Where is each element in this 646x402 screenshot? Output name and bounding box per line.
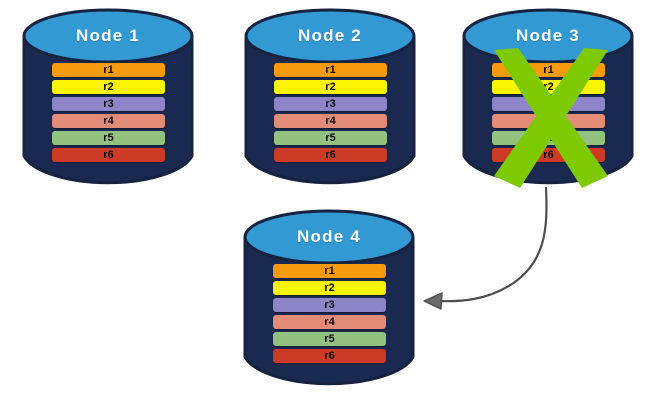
- row-item[interactable]: r5: [273, 332, 386, 346]
- row-label: r6: [543, 148, 554, 161]
- row-item[interactable]: r2: [274, 80, 387, 94]
- row-item[interactable]: r1: [52, 63, 165, 77]
- row-item[interactable]: r5: [492, 131, 605, 145]
- row-item[interactable]: r4: [273, 315, 386, 329]
- row-label: r2: [325, 80, 336, 93]
- row-item[interactable]: r2: [52, 80, 165, 94]
- row-item[interactable]: r3: [273, 298, 386, 312]
- row-label: r3: [103, 97, 114, 110]
- row-label: r4: [325, 114, 336, 127]
- row-item[interactable]: r6: [492, 148, 605, 162]
- row-label: r5: [103, 131, 114, 144]
- row-item[interactable]: r6: [273, 349, 386, 363]
- row-item[interactable]: r5: [52, 131, 165, 145]
- row-label: r3: [324, 298, 335, 311]
- row-label: r6: [324, 349, 335, 362]
- row-label: r5: [324, 332, 335, 345]
- row-item[interactable]: r4: [52, 114, 165, 128]
- row-label: r3: [325, 97, 336, 110]
- node-cylinder-3[interactable]: Node 3 r1 r2 r3 r4 r5 r6: [462, 8, 634, 188]
- row-label: r2: [103, 80, 114, 93]
- row-label: r1: [324, 264, 335, 277]
- row-item[interactable]: r3: [274, 97, 387, 111]
- row-label: r2: [324, 281, 335, 294]
- node-rows-2: r1 r2 r3 r4 r5 r6: [274, 63, 387, 162]
- row-item[interactable]: r1: [274, 63, 387, 77]
- row-label: r4: [324, 315, 335, 328]
- row-label: r2: [543, 80, 554, 93]
- row-item[interactable]: r1: [492, 63, 605, 77]
- node-cylinder-2[interactable]: Node 2 r1 r2 r3 r4 r5 r6: [244, 8, 416, 188]
- node-cylinder-4[interactable]: Node 4 r1 r2 r3 r4 r5 r6: [243, 209, 415, 389]
- row-item[interactable]: r1: [273, 264, 386, 278]
- node-rows-3: r1 r2 r3 r4 r5 r6: [492, 63, 605, 162]
- row-label: r4: [543, 114, 554, 127]
- row-label: r5: [325, 131, 336, 144]
- row-item[interactable]: r3: [492, 97, 605, 111]
- row-item[interactable]: r6: [52, 148, 165, 162]
- row-label: r1: [325, 63, 336, 76]
- row-item[interactable]: r3: [52, 97, 165, 111]
- node-rows-4: r1 r2 r3 r4 r5 r6: [273, 264, 386, 363]
- row-item[interactable]: r5: [274, 131, 387, 145]
- row-label: r1: [103, 63, 114, 76]
- node-rows-1: r1 r2 r3 r4 r5 r6: [52, 63, 165, 162]
- row-label: r4: [103, 114, 114, 127]
- row-label: r6: [103, 148, 114, 161]
- row-item[interactable]: r4: [274, 114, 387, 128]
- row-label: r3: [543, 97, 554, 110]
- row-item[interactable]: r6: [274, 148, 387, 162]
- row-label: r6: [325, 148, 336, 161]
- row-item[interactable]: r4: [492, 114, 605, 128]
- row-label: r1: [543, 63, 554, 76]
- row-item[interactable]: r2: [492, 80, 605, 94]
- row-label: r5: [543, 131, 554, 144]
- row-item[interactable]: r2: [273, 281, 386, 295]
- node-cylinder-1[interactable]: Node 1 r1 r2 r3 r4 r5 r6: [22, 8, 194, 188]
